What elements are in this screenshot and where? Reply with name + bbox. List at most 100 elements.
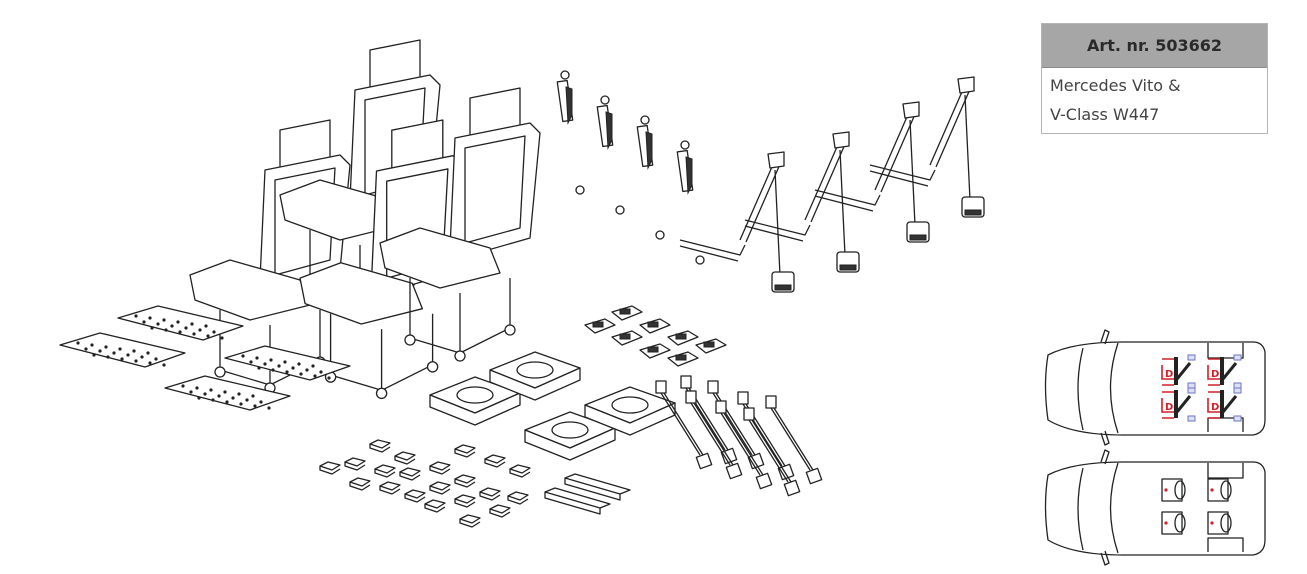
stalk-buckle	[737, 391, 749, 405]
seat-wheel	[375, 387, 388, 400]
bracket-top	[404, 489, 426, 499]
seat-back-panel	[464, 135, 526, 244]
belt-retractor	[636, 115, 654, 170]
buckle-stalk	[765, 395, 823, 485]
base-side	[489, 367, 581, 401]
stalk-buckle	[655, 380, 667, 394]
seat-outline	[1161, 511, 1183, 535]
plate-outline	[224, 345, 351, 381]
seat-frame	[409, 278, 511, 354]
plate-hole	[148, 316, 152, 320]
belt-retractor-cover	[839, 264, 857, 271]
bracket-plate	[394, 451, 416, 465]
seat-cushion	[379, 227, 501, 289]
retractor-mechanism	[565, 86, 573, 125]
anchor-point	[1187, 382, 1196, 389]
plate-hole	[104, 345, 108, 349]
bracket-plate	[404, 489, 426, 503]
bracket-edge	[459, 519, 481, 528]
stalk-anchor	[783, 479, 801, 497]
belt-diagonal	[1221, 362, 1238, 380]
plate-hole	[311, 364, 315, 368]
seat-outline	[1161, 391, 1174, 419]
belt-diagonal	[1221, 395, 1238, 413]
bracket-plate	[507, 491, 529, 505]
bracket-plate	[459, 514, 481, 528]
plate-hole	[90, 343, 94, 347]
vehicle-line-1: Mercedes Vito &	[1050, 76, 1181, 95]
plate-hole	[327, 376, 331, 380]
bracket-top	[429, 461, 451, 471]
plate-hole	[84, 347, 88, 351]
buckle-mount	[639, 318, 671, 334]
bracket-edge	[507, 496, 529, 505]
anchor-bolt	[615, 205, 625, 215]
plate-hole	[203, 392, 207, 396]
bracket-plate	[509, 464, 531, 478]
mount-clip	[619, 333, 631, 340]
seats-group	[189, 39, 541, 400]
plate-hole	[112, 351, 116, 355]
three-point-belts-group	[679, 76, 985, 293]
bracket-edge	[344, 462, 366, 471]
base-swivel	[611, 396, 649, 414]
swivel-ring	[1220, 480, 1232, 500]
base-side	[524, 427, 616, 461]
plate-hole	[146, 351, 150, 355]
van-mirrors	[1100, 329, 1110, 446]
belt-diagonal	[1175, 395, 1192, 413]
plate-hole	[209, 388, 213, 392]
bracket-top	[374, 464, 396, 474]
belt-retractor	[676, 140, 694, 195]
base-swivel	[516, 361, 554, 379]
plate-hole	[142, 320, 146, 324]
plate-hole	[162, 318, 166, 322]
belt-retractors-group	[556, 70, 705, 265]
anchor-bolt	[695, 255, 705, 265]
floor-plates-group	[59, 305, 351, 411]
anchor-point	[1233, 415, 1242, 422]
plate-hole	[220, 336, 224, 340]
anchor-bolt	[575, 185, 585, 195]
seat-outline	[1207, 511, 1229, 535]
stalk-anchor	[805, 467, 823, 485]
bracket-top	[459, 514, 481, 524]
buckle-mount	[611, 330, 643, 346]
retractor-eye	[680, 140, 690, 150]
base-side	[429, 392, 521, 426]
van-wheel-arch	[1207, 463, 1244, 552]
belt-guide	[832, 131, 850, 149]
belt-retractor-cover	[964, 209, 982, 216]
plate-hole	[154, 357, 158, 361]
bracket-plate	[429, 461, 451, 475]
bracket-plate	[319, 461, 341, 475]
stalk-anchor	[755, 472, 773, 490]
plate-outline	[59, 332, 186, 368]
plate-hole	[148, 361, 152, 365]
buckle-mount	[584, 318, 616, 334]
van-mirrors	[1100, 449, 1110, 566]
stalk-buckle	[765, 395, 777, 409]
plate-hole	[198, 328, 202, 332]
retractor-mechanism	[605, 111, 613, 150]
buckle-stalk	[715, 400, 773, 490]
bracket-plate	[379, 481, 401, 495]
rail-profiles-group	[544, 473, 631, 515]
bracket-top	[424, 499, 446, 509]
base-swivel	[456, 386, 494, 404]
buckle-stalk	[743, 407, 801, 497]
bracket-edge	[399, 472, 421, 481]
plate-hole	[134, 359, 138, 363]
mount-clip	[647, 346, 659, 353]
bracket-plate	[429, 481, 451, 495]
plate-hole	[225, 400, 229, 404]
plate-hole	[313, 374, 317, 378]
plate-hole	[206, 334, 210, 338]
rail-profile	[564, 473, 631, 501]
belt-lap-strap	[679, 239, 746, 262]
anchor-point	[1187, 387, 1196, 394]
bracket-plate	[479, 487, 501, 501]
